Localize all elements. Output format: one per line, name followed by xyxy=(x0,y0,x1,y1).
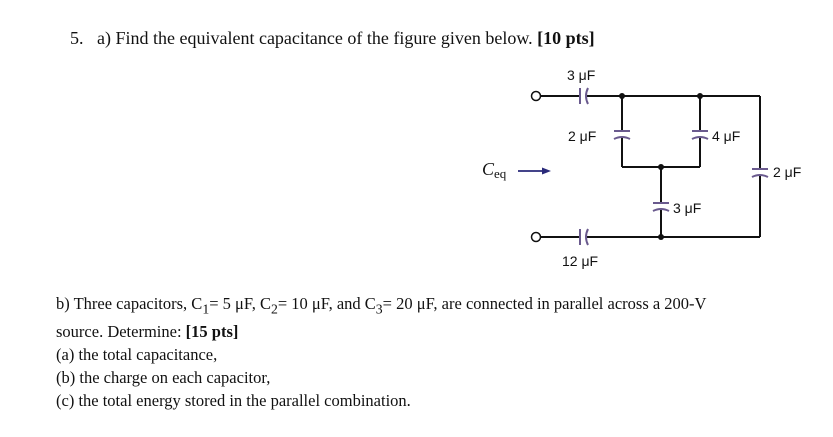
capacitor-4uF-right xyxy=(691,130,709,140)
question-5-part-a: 5. a) Find the equivalent capacitance of… xyxy=(70,28,595,49)
label-12uF-bottom: 12 μF xyxy=(562,253,598,269)
wires xyxy=(541,95,761,238)
capacitor-2uF-far-right xyxy=(751,168,769,178)
question-number: 5. xyxy=(70,28,84,48)
capacitor-2uF-left xyxy=(613,130,631,140)
part-b-line-2: source. Determine: [15 pts] xyxy=(56,322,239,342)
terminal-top xyxy=(530,90,542,102)
arrow-icon xyxy=(518,167,551,175)
part-a-text: a) Find the equivalent capacitance of th… xyxy=(97,28,533,48)
junction-dots xyxy=(619,93,703,240)
part-a-points: [10 pts] xyxy=(537,28,595,48)
part-b-item-a: (a) the total capacitance, xyxy=(56,345,218,365)
part-b-item-b: (b) the charge on each capacitor, xyxy=(56,368,271,388)
label-3uF-top: 3 μF xyxy=(567,67,595,83)
label-3uF-middle: 3 μF xyxy=(673,200,701,216)
label-4uF-right: 4 μF xyxy=(712,128,740,144)
label-2uF-far-right: 2 μF xyxy=(773,164,801,180)
capacitor-3uF-middle xyxy=(652,202,670,212)
ceq-label: Ceq xyxy=(482,159,507,181)
label-2uF-left: 2 μF xyxy=(568,128,596,144)
part-b-line-1: b) Three capacitors, C1= 5 μF, C2= 10 μF… xyxy=(56,294,707,317)
capacitor-12uF-bottom xyxy=(579,228,589,246)
question-5-part-b: b) Three capacitors, C1= 5 μF, C2= 10 μF… xyxy=(56,292,706,412)
terminal-bottom xyxy=(530,231,542,243)
part-b-item-c: (c) the total energy stored in the paral… xyxy=(56,391,411,411)
capacitor-3uF-top xyxy=(579,87,589,105)
